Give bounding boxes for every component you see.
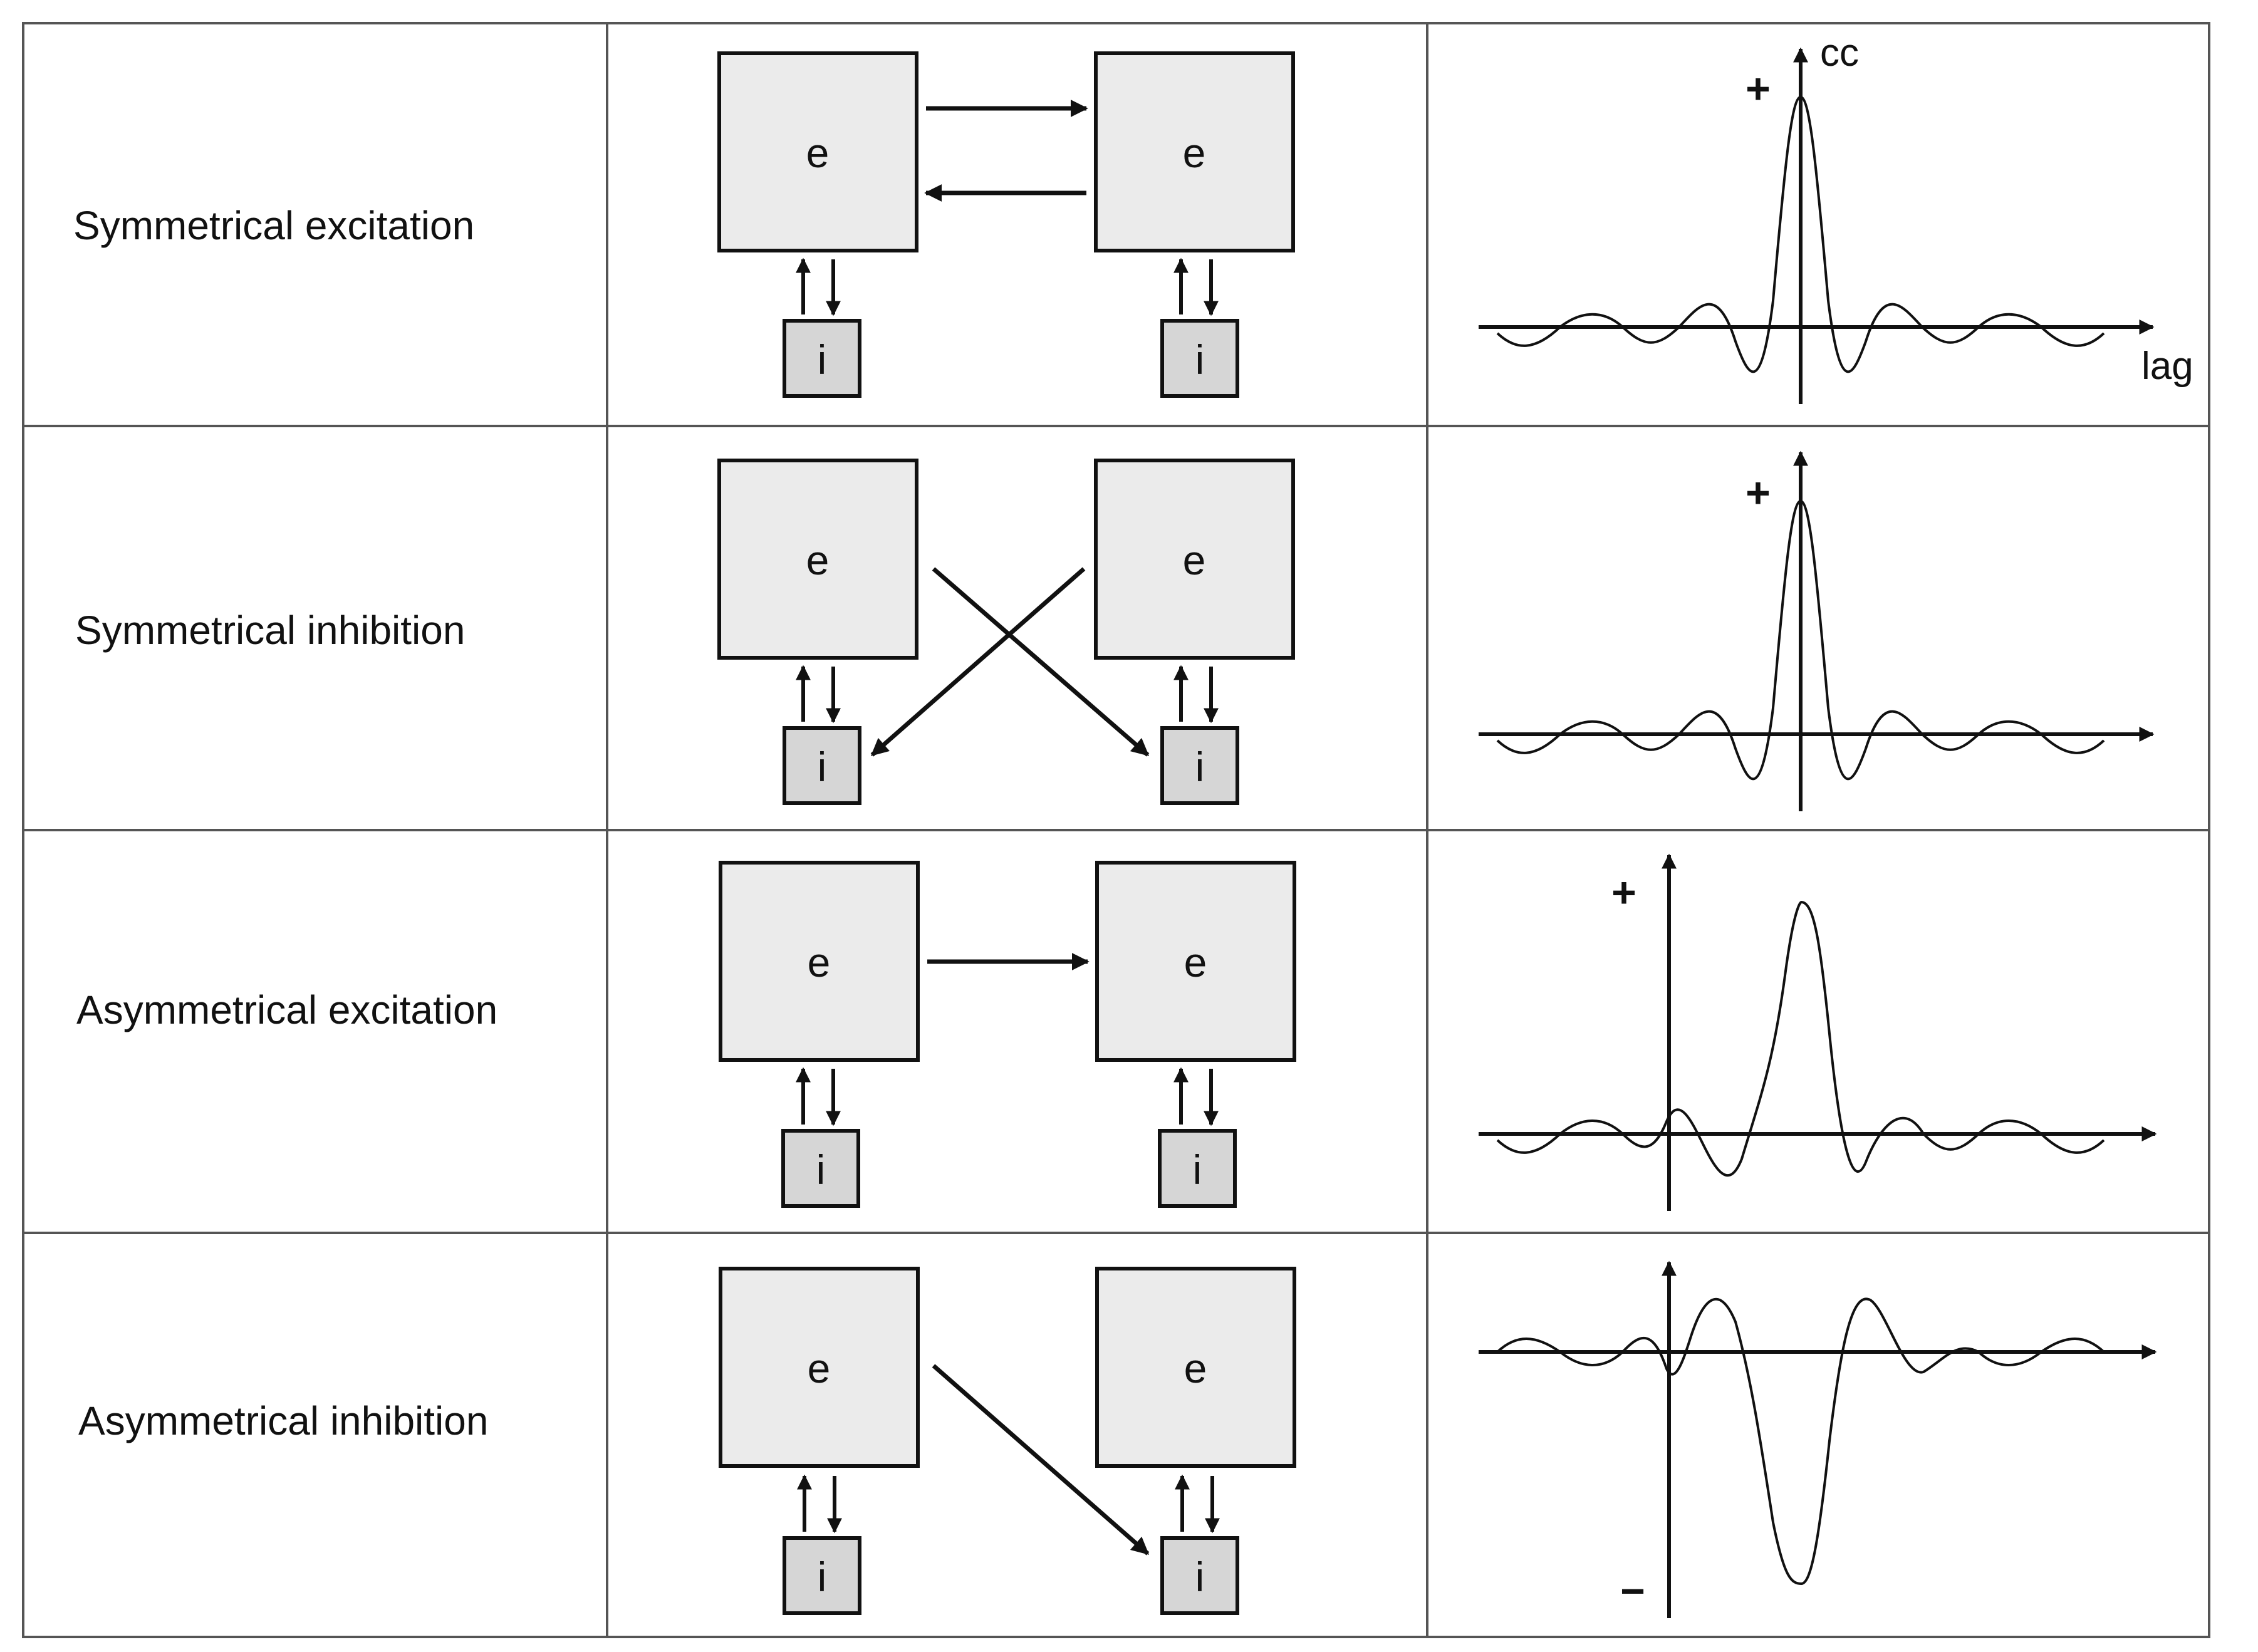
inhibitory-node-right-label: i [1193, 1146, 1202, 1193]
lag-axis-label: lag [2141, 345, 2193, 388]
inhibitory-node-right [1160, 726, 1239, 805]
row-asymmetrical-inhibition: Asymmetrical inhibition e e i i [78, 1260, 2157, 1618]
inhibitory-node-left [783, 1536, 861, 1615]
cross-correlogram: + [1479, 450, 2155, 811]
cross-correlogram: + [1479, 853, 2157, 1211]
excitatory-node-left-label: e [806, 130, 830, 176]
row-symmetrical-excitation: Symmetrical excitation e e i i [73, 31, 2193, 404]
excitatory-node-left [719, 1267, 920, 1468]
local-loop-left [796, 665, 841, 724]
row-label: Symmetrical excitation [73, 203, 474, 248]
local-loop-right [1173, 1067, 1219, 1126]
network-diagram: e e i i [717, 51, 1295, 398]
excitatory-node-left [719, 861, 920, 1062]
inhibitory-node-right-label: i [1195, 336, 1205, 383]
row-label: Symmetrical inhibition [75, 608, 465, 653]
local-loop-left [797, 1474, 842, 1534]
connection-arrow-right-e-to-left-i [870, 567, 1086, 757]
positive-sign: + [1746, 469, 1771, 517]
local-loop-left [796, 1067, 841, 1126]
table-grid [22, 22, 2210, 1638]
row-symmetrical-inhibition: Symmetrical inhibition e e i i [75, 450, 2155, 811]
excitatory-node-left-label: e [806, 537, 830, 583]
inhibitory-node-left-label: i [818, 1554, 827, 1600]
excitatory-node-right [1094, 51, 1295, 252]
negative-sign: − [1620, 1567, 1645, 1615]
local-loop-right [1173, 257, 1219, 316]
positive-sign: + [1611, 869, 1636, 917]
excitatory-node-right [1095, 1267, 1296, 1468]
row-asymmetrical-excitation: Asymmetrical excitation e e i i [76, 853, 2157, 1211]
inhibitory-node-right [1158, 1129, 1237, 1208]
network-diagram: e e i i [719, 1267, 1296, 1615]
local-loop-right [1175, 1474, 1220, 1534]
excitatory-node-right [1094, 459, 1295, 660]
inhibitory-node-left [781, 1129, 860, 1208]
inhibitory-node-left-label: i [816, 1146, 826, 1193]
correlogram-curve [1496, 1297, 2105, 1586]
excitatory-node-right-label: e [1183, 130, 1206, 176]
inhibitory-node-right [1160, 319, 1239, 398]
excitatory-node-right-label: e [1184, 1345, 1207, 1391]
local-loop-right [1173, 665, 1219, 724]
network-diagram: e e i i [717, 459, 1295, 805]
inhibitory-node-left [783, 726, 861, 805]
inhibitory-node-right [1160, 1536, 1239, 1615]
excitatory-node-left [717, 51, 918, 252]
cross-correlogram: + cc lag [1479, 31, 2193, 404]
connection-arrow-left-e-to-right-i [932, 1364, 1150, 1556]
excitatory-node-right-label: e [1183, 537, 1206, 583]
correlogram-curve [1496, 499, 2105, 781]
inhibitory-node-left-label: i [818, 336, 827, 383]
network-diagram: e e i i [719, 861, 1296, 1208]
correlogram-curve [1496, 95, 2105, 373]
row-label: Asymmetrical excitation [76, 987, 497, 1032]
excitatory-node-left-label: e [808, 1345, 831, 1391]
excitatory-node-left-label: e [808, 939, 831, 985]
connection-arrow-left-e-to-right-i [932, 567, 1150, 757]
local-loop-left [796, 257, 841, 316]
excitatory-node-right-label: e [1184, 939, 1207, 985]
excitatory-node-left [717, 459, 918, 660]
correlogram-curve [1496, 900, 2105, 1177]
inhibitory-node-left [783, 319, 861, 398]
cc-axis-label: cc [1820, 31, 1859, 75]
inhibitory-node-right-label: i [1195, 744, 1205, 790]
excitatory-node-right [1095, 861, 1296, 1062]
cross-correlogram: − [1479, 1260, 2157, 1618]
inhibitory-node-left-label: i [818, 744, 827, 790]
row-label: Asymmetrical inhibition [78, 1398, 488, 1443]
inhibitory-node-right-label: i [1195, 1554, 1205, 1600]
positive-sign: + [1746, 65, 1771, 113]
